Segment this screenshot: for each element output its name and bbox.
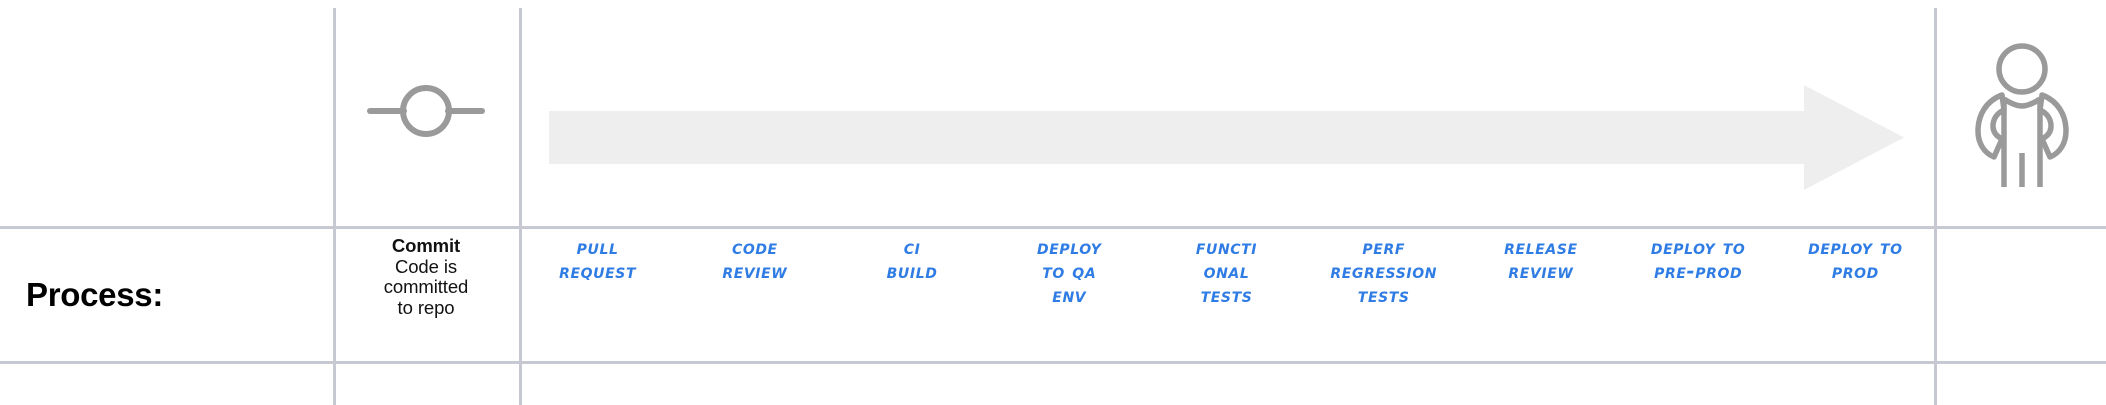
pipeline-stage-deploy-to-qa-env-line-2: to QA (1042, 260, 1097, 284)
grid-vertical-line-2 (519, 8, 522, 405)
pipeline-stage-ci-build[interactable]: CIbuild (833, 229, 990, 284)
pipeline-stage-deploy-to-qa-env-line-3: env (1052, 284, 1087, 308)
pipeline-stage-release-review[interactable]: Releasereview (1462, 229, 1619, 284)
pipeline-stage-deploy-to-qa-env-line-1: Deploy (1037, 236, 1102, 259)
commit-stage-description-line-1: Code is (394, 255, 458, 277)
commit-stage-description-line-3: to repo (397, 297, 455, 319)
pipeline-stage-code-review-line-1: Code (731, 236, 778, 259)
process-row: Process: Commit Code is committed to rep… (0, 229, 2106, 361)
pipeline-stage-ci-build-line-2: build (886, 260, 938, 284)
pipeline-stage-deploy-to-qa-env[interactable]: Deployto QAenv (991, 229, 1148, 309)
pipeline-stage-pull-request-line-2: request (559, 260, 637, 284)
grid-vertical-line-1 (333, 8, 336, 405)
pipeline-stage-perf-regression-tests-line-2: regression (1330, 260, 1438, 284)
commit-stage-cell[interactable]: Commit Code is committed to repo (333, 229, 519, 361)
pipeline-stage-functional-tests-line-3: tests (1200, 284, 1253, 308)
pipeline-stage-deploy-to-prod-line-2: prod (1831, 260, 1879, 284)
right-arrow-shape (549, 85, 1904, 190)
pipeline-stage-code-review[interactable]: Codereview (676, 229, 833, 284)
pipeline-stage-deploy-to-pre-prod-line-2: pre-prod (1654, 260, 1743, 284)
pipeline-stage-release-review-line-2: review (1508, 260, 1574, 284)
pipeline-stage-deploy-to-pre-prod-line-1: Deploy to (1650, 236, 1746, 259)
grid-vertical-line-3 (1934, 8, 1937, 405)
pipeline-stage-pull-request-line-1: Pull (576, 236, 619, 259)
grid-horizontal-line-top (0, 226, 2106, 229)
pipeline-stage-perf-regression-tests-line-1: Perf (1362, 236, 1405, 259)
pipeline-stage-list: PullrequestCodereviewCIbuildDeployto QAe… (519, 229, 1934, 361)
pipeline-stage-code-review-line-2: review (722, 260, 788, 284)
commit-stage-title: Commit (391, 235, 461, 256)
person-node-cell (1934, 0, 2106, 226)
grid-horizontal-line-bottom (0, 361, 2106, 364)
person-stage-cell (1934, 229, 2106, 361)
person-icon (1974, 39, 2070, 194)
pipeline-stage-deploy-to-prod-line-1: Deploy to (1808, 236, 1903, 259)
pipeline-stage-perf-regression-tests-line-3: tests (1357, 284, 1410, 308)
flow-arrow-cell (519, 0, 1934, 226)
process-row-label: Process: (26, 276, 164, 313)
commit-stage-description-line-2: committed (383, 276, 469, 298)
pipeline-stage-functional-tests[interactable]: Functionaltests (1148, 229, 1305, 309)
commit-node-cell (333, 0, 519, 226)
commit-node-icon (366, 76, 486, 151)
diagram-visual-row (333, 0, 2106, 226)
pipeline-stage-functional-tests-line-1: Functi (1195, 236, 1258, 259)
pipeline-stage-ci-build-line-1: CI (903, 236, 921, 259)
empty-bottom-row (0, 364, 2106, 405)
pipeline-stage-functional-tests-line-2: onal (1203, 260, 1250, 284)
pipeline-stage-pull-request[interactable]: Pullrequest (519, 229, 676, 284)
pipeline-stage-release-review-line-1: Release (1504, 236, 1578, 259)
pipeline-stage-perf-regression-tests[interactable]: Perfregressiontests (1305, 229, 1462, 309)
